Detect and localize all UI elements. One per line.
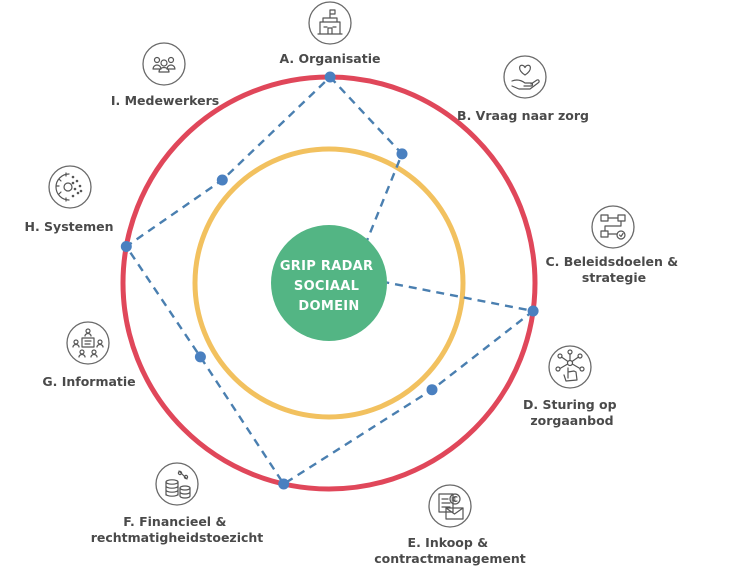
dimension-label-c: C. Beleidsdoelen & strategie (545, 254, 682, 285)
dimension-i: I. Medewerkers (111, 42, 219, 108)
center-label-line-2: SOCIAAL (294, 279, 359, 294)
score-path (124, 76, 536, 486)
group-people-icon (142, 42, 186, 86)
flowchart-icon (591, 205, 635, 249)
dimension-label-d: D. Sturing op zorgaanbod (523, 397, 621, 428)
center-label: GRIP RADAR SOCIAAL DOMEIN (280, 259, 378, 314)
dimension-d: D. Sturing op zorgaanbod (523, 345, 621, 428)
people-screen-icon (66, 321, 110, 365)
dimension-label-a: A. Organisatie (280, 51, 381, 66)
score-point-b (396, 148, 408, 160)
score-point-e (426, 384, 438, 396)
score-point-h (120, 241, 132, 252)
dimension-b: B. Vraag naar zorg (457, 55, 589, 123)
gear-circuit-icon (48, 165, 92, 209)
score-point-g (194, 351, 206, 363)
center-label-line-1: GRIP RADAR (280, 259, 374, 274)
dimension-label-f: F. Financieel & rechtmatigheidstoezicht (91, 514, 264, 545)
dimension-label-g: G. Informatie (42, 374, 135, 389)
dimension-g: G. Informatie (42, 321, 136, 389)
inner-ring (192, 146, 466, 420)
score-point-i (216, 174, 228, 186)
score-point-d (527, 305, 539, 317)
coins-percent-icon (155, 462, 199, 506)
network-hand-icon (548, 345, 592, 389)
dimension-e: E. Inkoop & contractmanagement (374, 484, 526, 566)
score-points (120, 71, 539, 490)
dimension-h: H. Systemen (24, 165, 114, 234)
dimension-c: C. Beleidsdoelen & strategie (545, 205, 682, 285)
dimension-label-h: H. Systemen (24, 219, 113, 234)
dimension-label-e: E. Inkoop & contractmanagement (374, 535, 525, 566)
heart-hand-icon (503, 55, 547, 99)
dimension-f: F. Financieel & rechtmatigheidstoezicht (91, 462, 264, 545)
center-disc (271, 225, 387, 341)
invoice-envelope-icon (428, 484, 472, 528)
score-point-a (324, 71, 336, 83)
dimension-label-b: B. Vraag naar zorg (457, 108, 589, 123)
dimension-a: A. Organisatie (280, 1, 381, 66)
building-flag-icon (308, 1, 352, 45)
dimension-label-i: I. Medewerkers (111, 93, 219, 108)
center-label-line-3: DOMEIN (298, 299, 359, 314)
score-point-f (278, 478, 290, 490)
